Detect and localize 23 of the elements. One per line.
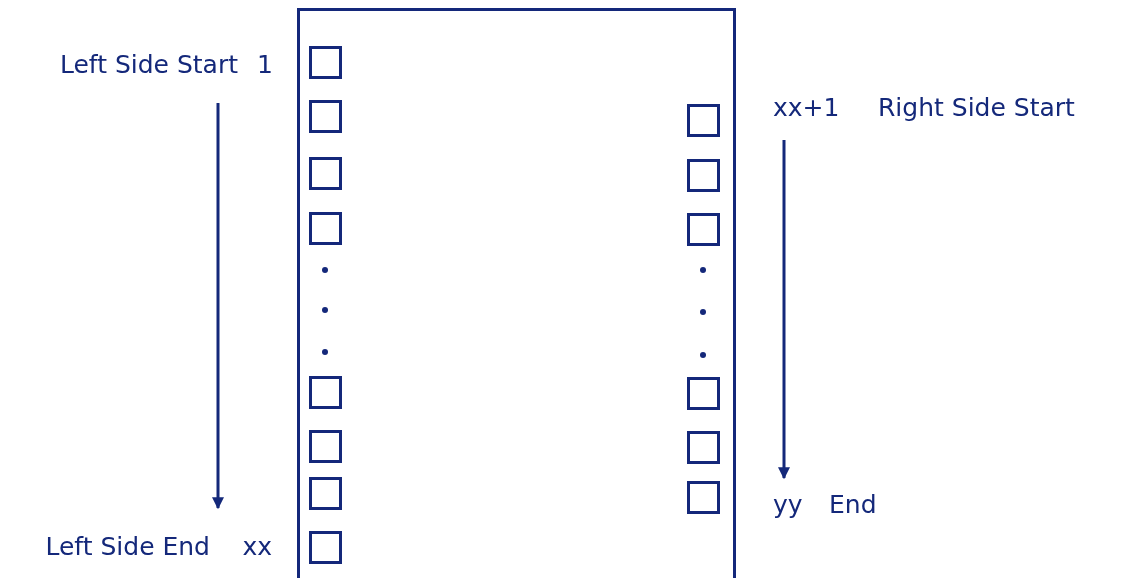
pin-box	[309, 212, 342, 245]
pin-box	[687, 159, 720, 192]
pin-label: 1	[257, 50, 273, 80]
pin-label: Right Side Start	[878, 93, 1075, 123]
pin-box	[309, 100, 342, 133]
pin-box	[687, 377, 720, 410]
pin-box	[309, 376, 342, 409]
pin-label: End	[829, 490, 877, 520]
pin-box	[687, 481, 720, 514]
pin-label: Left Side End	[45, 532, 210, 562]
pin-label: yy	[773, 490, 803, 520]
pin-label: Left Side Start	[59, 50, 238, 80]
pin-label: xx+1	[773, 93, 840, 123]
pin-box	[309, 157, 342, 190]
pin-label: xx	[242, 532, 272, 562]
pin-box	[309, 477, 342, 510]
pin-box	[687, 104, 720, 137]
pin-box	[687, 431, 720, 464]
chip-outline	[297, 8, 736, 578]
pin-box	[309, 430, 342, 463]
pin-box	[687, 213, 720, 246]
pin-box	[309, 46, 342, 79]
pin-box	[309, 531, 342, 564]
